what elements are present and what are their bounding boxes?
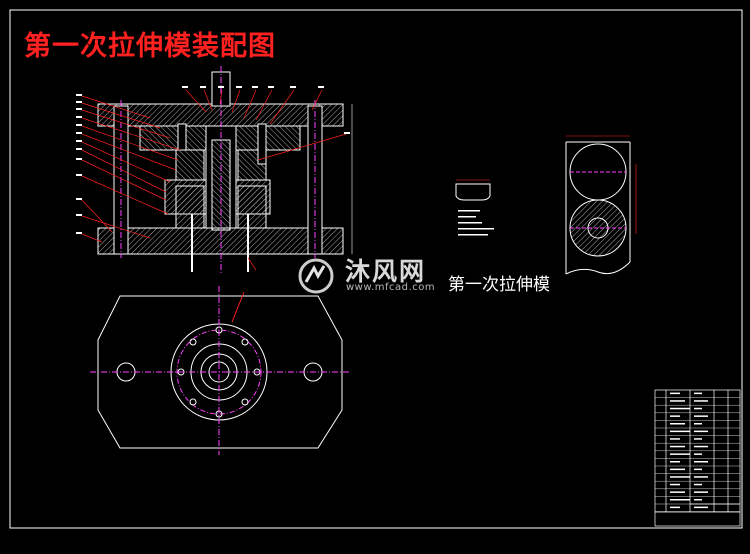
watermark-brand: 沐风网 bbox=[345, 257, 427, 286]
part-view bbox=[455, 179, 494, 236]
leader-lines-top bbox=[185, 89, 347, 271]
view-label: 第一次拉伸模 bbox=[448, 275, 550, 295]
drawn-cup-section bbox=[455, 183, 491, 201]
watermark-url: www.mfcad.com bbox=[346, 282, 436, 293]
side-view bbox=[565, 135, 637, 275]
leader-lines-left bbox=[81, 95, 181, 243]
title-block-text-marks bbox=[670, 392, 708, 509]
lower-die-plate bbox=[97, 227, 344, 255]
drawing-title: 第一次拉伸模装配图 bbox=[24, 31, 276, 62]
plan-view bbox=[90, 286, 350, 455]
title-block bbox=[654, 389, 741, 527]
title-block-rows bbox=[655, 397, 740, 512]
watermark-logo bbox=[298, 258, 334, 294]
main-section-view bbox=[76, 66, 353, 275]
lower-plate-outline bbox=[97, 295, 343, 449]
drawing-border bbox=[9, 9, 743, 529]
